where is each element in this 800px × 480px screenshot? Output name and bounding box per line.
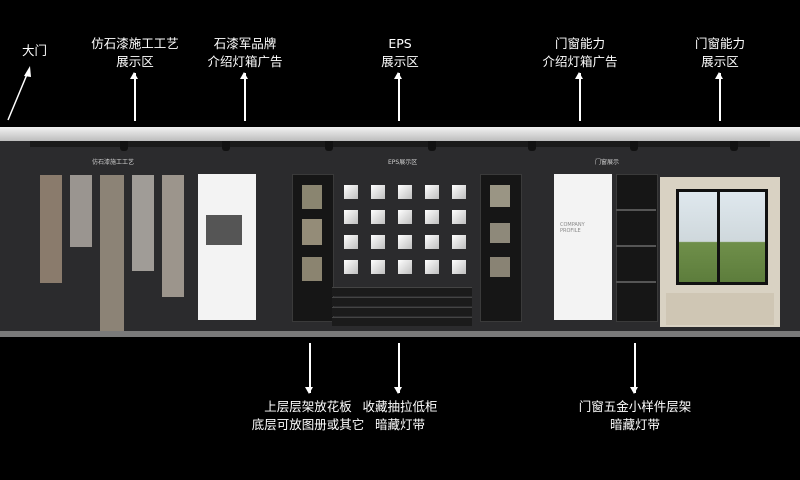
arrow-up-window-lightbox [576,72,582,121]
low-drawer [332,297,472,306]
wall-sign-eps: EPS展示区 [388,159,418,166]
shelf-sample [490,223,510,243]
arrow-down-shelf [306,343,312,394]
label-window-lightbox: 门窗能力介绍灯箱广告 [542,36,618,69]
wall-sign-window: 门窗展示 [595,159,620,166]
arrow-down-drawer [395,343,401,394]
company-profile-text: COMPANY PROFILE [560,222,585,234]
label-main-door: 大门 [22,43,48,58]
stone-sample [132,175,154,271]
label-hardware-shelf: 门窗五金小样件层架暗藏灯带 [578,399,692,432]
eps-tile [398,235,412,249]
shelf-sample [302,219,322,245]
eps-tile [452,185,466,199]
door-arrow [7,66,31,121]
window-relief [666,293,774,325]
eps-tile [452,260,466,274]
floor-edge [0,331,800,337]
eps-tile [344,210,358,224]
stone-sample [100,175,124,335]
track-light [325,141,333,151]
window-glass [676,189,768,285]
eps-tile [425,185,439,199]
window-lightbox [554,174,612,320]
shelf-sample [302,185,322,209]
eps-tile [398,260,412,274]
low-drawer [332,307,472,316]
track-light [630,141,638,151]
label-window-area: 门窗能力展示区 [694,36,745,69]
label-stone-paint-area: 仿石漆施工工艺展示区 [91,36,179,69]
eps-tile [344,235,358,249]
track-light [528,141,536,151]
eps-tile [452,235,466,249]
brand-lightbox-diagram [206,215,242,245]
stone-sample [40,175,62,283]
shelf-line [616,245,656,247]
eps-tile [371,210,385,224]
shelf-line [616,281,656,283]
eps-tile [344,185,358,199]
eps-tile [371,235,385,249]
eps-tile [398,185,412,199]
arrow-up-brand [241,72,247,121]
eps-tile [452,210,466,224]
arrow-down-hardware [631,343,637,394]
shelf-line [616,209,656,211]
eps-tile [425,210,439,224]
hardware-shelf [616,174,658,322]
eps-tile-grid [344,185,469,275]
track-light [120,141,128,151]
stone-sample [70,175,92,247]
label-shelf-board: 上层层架放花板底层可放图册或其它 [251,399,365,432]
eps-tile [371,260,385,274]
shelf-sample [490,257,510,277]
ceiling [0,127,800,141]
label-brand-lightbox: 石漆军品牌介绍灯箱广告 [207,36,283,69]
low-drawer [332,287,472,296]
eps-tile [425,235,439,249]
low-drawer [332,317,472,326]
eps-tile [425,260,439,274]
stone-sample [162,175,184,297]
left-shelf [292,174,334,322]
track-light [222,141,230,151]
wall-sign-stone: 仿石漆施工工艺 [92,159,135,166]
shelf-sample [490,185,510,207]
brand-lightbox [198,174,256,320]
showroom-render: 仿石漆施工工艺 EPS展示区 门窗展示 [0,127,800,337]
ceiling-track [30,141,770,147]
arrow-up-eps [395,72,401,121]
shelf-sample [302,257,322,281]
track-light [730,141,738,151]
arrow-up-window-area [716,72,722,121]
arrow-up-stone [131,72,137,121]
eps-tile [398,210,412,224]
window-mullion [717,189,720,285]
track-light [428,141,436,151]
eps-tile [344,260,358,274]
eps-tile [371,185,385,199]
label-drawer-cabinet: 收藏抽拉低柜暗藏灯带 [362,399,438,432]
